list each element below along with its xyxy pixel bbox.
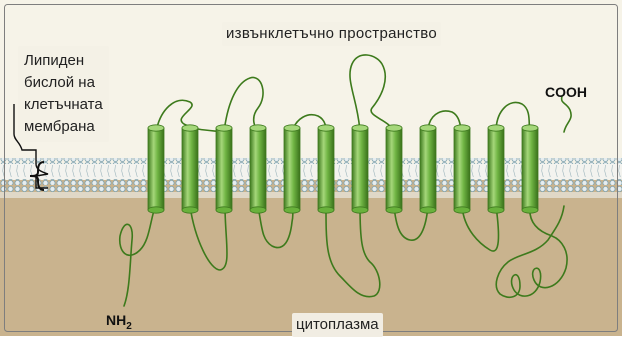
- helix-11: [488, 125, 504, 213]
- helix-3: [216, 125, 232, 213]
- helix-2: [182, 125, 198, 213]
- helix-6: [318, 125, 334, 213]
- helix-10: [454, 125, 470, 213]
- helix-7: [352, 125, 368, 213]
- extracellular-label: извънклетъчно пространство: [222, 22, 441, 46]
- helix-4: [250, 125, 266, 213]
- nh2-subscript: 2: [126, 321, 132, 332]
- lipid-label-line-1: Липиден: [24, 50, 103, 72]
- helix-12: [522, 125, 538, 213]
- lipid-label-line-3: клетъчната: [24, 94, 103, 116]
- cytoplasm-label: цитоплазма: [292, 313, 383, 337]
- helix-9: [420, 125, 436, 213]
- lipid-label-line-2: бислой на: [24, 72, 103, 94]
- nh2-label: NH2: [106, 312, 132, 332]
- lipid-label-line-4: мембрана: [24, 116, 103, 138]
- nh2-main: NH: [106, 312, 126, 328]
- helix-8: [386, 125, 402, 213]
- lipid-bilayer-label: Липиден бислой на клетъчната мембрана: [18, 46, 109, 142]
- cooh-label: COOH: [545, 84, 587, 100]
- helix-1: [148, 125, 164, 213]
- helix-5: [284, 125, 300, 213]
